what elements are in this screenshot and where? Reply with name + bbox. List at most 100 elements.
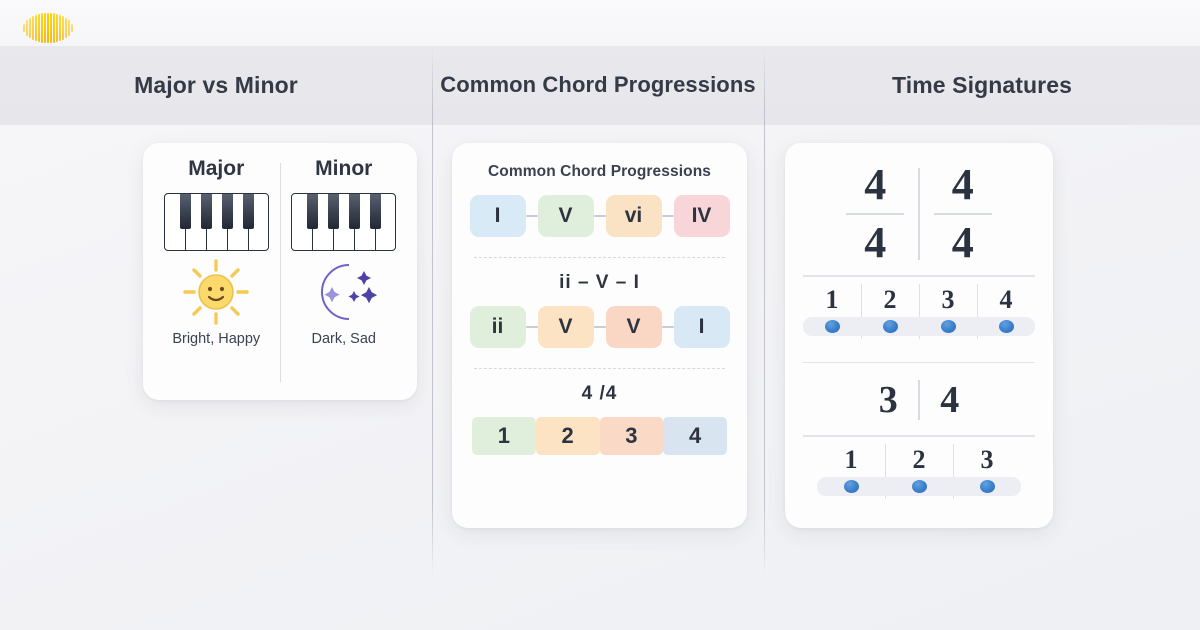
- chord-chip[interactable]: vi: [605, 195, 662, 237]
- time-signature-4-4-second: 4 4: [920, 161, 1006, 266]
- beat-dot-cell: [861, 319, 919, 333]
- logo-bar: [44, 13, 46, 43]
- progression-label-3: 4 /4: [581, 383, 618, 404]
- logo-bar: [23, 24, 25, 32]
- column-divider-2: [764, 46, 765, 578]
- logo-bar: [50, 13, 52, 43]
- beat-number: 2: [885, 443, 953, 499]
- logo-bar: [29, 17, 31, 39]
- header-title-progressions: Common Chord Progressions: [440, 72, 756, 98]
- major-minor-divider: [279, 163, 281, 382]
- major-title: Major: [188, 157, 245, 180]
- time-signature-vertical-divider: [918, 168, 920, 260]
- beat-dot[interactable]: [843, 479, 859, 493]
- denominator: 4: [864, 217, 887, 267]
- time-signature-pair-top: 4 4 4 4: [803, 159, 1035, 269]
- logo-bar: [38, 14, 40, 42]
- beat-dot-cell: [817, 479, 885, 493]
- logo-bar: [68, 19, 70, 37]
- chip-connector-dash: [661, 215, 674, 217]
- chip-connector-dash: [661, 326, 674, 328]
- row-divider-2: [474, 368, 725, 369]
- chip-connector-dash: [525, 215, 538, 217]
- beat-number: 1: [844, 444, 858, 474]
- beat-dot[interactable]: [979, 479, 995, 493]
- beat-number: 3: [919, 283, 977, 339]
- progressions-heading: Common Chord Progressions: [488, 163, 711, 180]
- beat-dot[interactable]: [882, 319, 898, 333]
- numerator: 4: [864, 160, 887, 210]
- chord-chip[interactable]: V: [537, 306, 594, 348]
- chord-chip[interactable]: 2: [535, 417, 600, 455]
- section-divider-middle: [803, 361, 1035, 363]
- chip-connector-dash: [593, 326, 606, 328]
- header-column-major-minor: Major vs Minor: [0, 46, 432, 125]
- fraction-bar: [846, 213, 905, 215]
- signature-left-number: 3: [878, 379, 898, 421]
- logo-bar: [71, 24, 73, 32]
- beat-dot[interactable]: [911, 479, 927, 493]
- fraction-bar: [933, 213, 992, 215]
- beat-dot-cell: [919, 319, 977, 333]
- major-panel: Major: [153, 157, 280, 388]
- beat-dot[interactable]: [998, 319, 1014, 333]
- chip-connector-dash: [525, 326, 538, 328]
- beat-dot[interactable]: [824, 319, 840, 333]
- progression-label-2: ii – V – I: [559, 272, 640, 293]
- logo-bar: [41, 13, 43, 43]
- signature-right-number: 4: [940, 379, 960, 421]
- column-divider-1: [432, 46, 433, 578]
- chord-chip[interactable]: IV: [673, 195, 730, 237]
- logo-bar: [56, 14, 58, 42]
- chord-chip[interactable]: I: [673, 306, 730, 348]
- beat-number: 4: [977, 283, 1035, 339]
- chord-chip[interactable]: V: [605, 306, 662, 348]
- header-column-progressions: Common Chord Progressions: [432, 46, 764, 125]
- logo-bar: [32, 16, 34, 40]
- beat-track-bottom: [817, 476, 1021, 496]
- logo-band: [0, 0, 1200, 46]
- piano-keyboard-minor: [291, 193, 397, 251]
- logo-bar: [47, 13, 49, 43]
- minor-panel: Minor Dark, Sa: [281, 157, 408, 388]
- chord-chip[interactable]: 4: [663, 417, 727, 455]
- logo-bar: [26, 19, 28, 37]
- minor-caption: Dark, Sad: [311, 331, 376, 347]
- section-divider-bottom: [803, 435, 1035, 437]
- chord-chip[interactable]: 1: [472, 417, 536, 455]
- header-column-time-signatures: Time Signatures: [764, 46, 1200, 125]
- minor-title: Minor: [315, 157, 373, 180]
- row-divider-1: [474, 257, 725, 258]
- chip-connector-dash: [593, 215, 606, 217]
- beat-number: 2: [861, 283, 919, 339]
- piano-keyboard-major: [163, 193, 269, 251]
- chord-chip[interactable]: 3: [599, 417, 664, 455]
- logo-bar: [65, 17, 67, 39]
- beat-dot-cell: [953, 479, 1021, 493]
- beat-dot[interactable]: [940, 319, 956, 333]
- crescent-moon-icon: [309, 255, 379, 329]
- chord-chip[interactable]: V: [537, 195, 594, 237]
- chord-chip[interactable]: I: [469, 195, 526, 237]
- time-signature-4-4-first: 4 4: [832, 160, 918, 267]
- logo-bar: [62, 16, 64, 40]
- logo-bar: [59, 14, 61, 42]
- time-signature-3-4: 3 4: [803, 371, 1035, 429]
- beat-dot-cell: [803, 319, 861, 333]
- logo-bar: [35, 14, 37, 42]
- logo-bar: [53, 13, 55, 43]
- header-title-major-minor: Major vs Minor: [134, 72, 298, 99]
- header-band: Major vs Minor Common Chord Progressions…: [0, 46, 1200, 125]
- signature-vertical-divider: [918, 380, 920, 420]
- chord-chip[interactable]: ii: [469, 306, 526, 348]
- card-major-vs-minor[interactable]: Major: [143, 143, 417, 400]
